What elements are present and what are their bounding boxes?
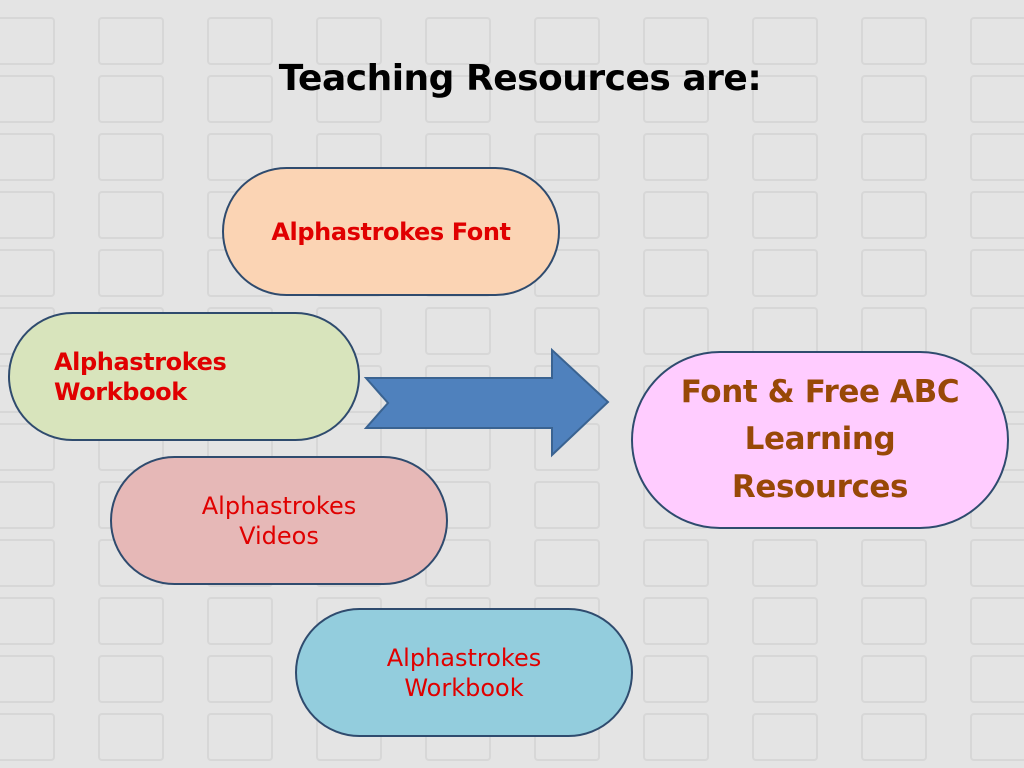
background-tile xyxy=(643,249,709,297)
background-tile xyxy=(0,423,55,471)
background-tile xyxy=(752,17,818,65)
background-tile xyxy=(0,539,55,587)
background-tile xyxy=(861,539,927,587)
background-tile xyxy=(861,713,927,761)
background-tile xyxy=(98,713,164,761)
background-tile xyxy=(316,75,382,123)
background-tile xyxy=(98,597,164,645)
background-tile xyxy=(970,191,1024,239)
workbook-bold-label-line2: Workbook xyxy=(54,377,187,406)
background-tile xyxy=(534,539,600,587)
background-tile xyxy=(534,481,600,529)
background-tile xyxy=(643,713,709,761)
slide-title: Teaching Resources are: xyxy=(278,58,762,99)
background-tile xyxy=(752,191,818,239)
background-tile xyxy=(98,75,164,123)
background-tile xyxy=(534,133,600,181)
background-tile xyxy=(643,539,709,587)
background-tile xyxy=(861,655,927,703)
background-tile xyxy=(970,75,1024,123)
background-tile xyxy=(0,75,55,123)
background-tile xyxy=(0,713,55,761)
background-tile xyxy=(643,75,709,123)
background-tile xyxy=(643,655,709,703)
background-tile xyxy=(752,655,818,703)
background-tile xyxy=(98,655,164,703)
background-tile xyxy=(0,655,55,703)
result-label-line2: Learning xyxy=(744,421,896,458)
alphastrokes-workbook-node-bold: Alphastrokes Workbook xyxy=(8,312,360,441)
background-tile xyxy=(970,249,1024,297)
background-tile xyxy=(425,17,491,65)
background-tile xyxy=(970,17,1024,65)
alphastrokes-videos-node: Alphastrokes Videos xyxy=(110,456,448,585)
background-tile xyxy=(752,539,818,587)
background-tile xyxy=(970,133,1024,181)
background-tile xyxy=(207,133,273,181)
videos-label-line2: Videos xyxy=(239,521,319,550)
background-tile xyxy=(0,597,55,645)
font-free-abc-resources-node: Font & Free ABC Learning Resources xyxy=(631,351,1009,529)
background-tile xyxy=(970,539,1024,587)
result-label-line1: Font & Free ABC xyxy=(680,374,960,411)
background-tile xyxy=(752,597,818,645)
background-tile xyxy=(643,191,709,239)
background-tile xyxy=(643,597,709,645)
background-tile xyxy=(643,133,709,181)
background-tile xyxy=(0,249,55,297)
background-tile xyxy=(207,713,273,761)
background-tile xyxy=(316,17,382,65)
background-tile xyxy=(0,133,55,181)
background-tile xyxy=(752,249,818,297)
background-tile xyxy=(752,713,818,761)
background-tile xyxy=(207,75,273,123)
workbook-bold-label-line1: Alphastrokes xyxy=(54,347,227,376)
background-tile xyxy=(207,597,273,645)
background-tile xyxy=(98,191,164,239)
background-tile xyxy=(207,17,273,65)
workbook-plain-label-line1: Alphastrokes xyxy=(386,643,542,672)
background-tile xyxy=(0,191,55,239)
background-tile xyxy=(970,655,1024,703)
background-tile xyxy=(534,75,600,123)
right-arrow-icon xyxy=(363,347,610,458)
alphastrokes-font-node: Alphastrokes Font xyxy=(222,167,560,296)
background-tile xyxy=(643,307,709,355)
videos-label-line1: Alphastrokes xyxy=(201,491,357,520)
result-label-line3: Resources xyxy=(731,468,909,505)
background-tile xyxy=(861,17,927,65)
notched-arrow-shape xyxy=(363,347,610,458)
background-tile xyxy=(861,307,927,355)
background-tile xyxy=(98,17,164,65)
background-tile xyxy=(534,307,600,355)
background-tile xyxy=(970,597,1024,645)
background-tile xyxy=(752,133,818,181)
background-tile xyxy=(425,307,491,355)
alphastrokes-workbook-node-plain: Alphastrokes Workbook xyxy=(295,608,633,737)
background-tile xyxy=(0,17,55,65)
background-tile xyxy=(98,133,164,181)
background-tile xyxy=(643,17,709,65)
background-tile xyxy=(425,75,491,123)
background-tile xyxy=(970,713,1024,761)
background-tile xyxy=(861,133,927,181)
background-tile xyxy=(207,655,273,703)
background-tile xyxy=(861,191,927,239)
background-tile xyxy=(752,75,818,123)
alphastrokes-font-label: Alphastrokes Font xyxy=(271,217,511,246)
background-tile xyxy=(752,307,818,355)
background-tile xyxy=(534,17,600,65)
background-tile xyxy=(861,597,927,645)
background-tile xyxy=(861,249,927,297)
background-tile xyxy=(0,481,55,529)
background-tile xyxy=(970,307,1024,355)
background-tile xyxy=(861,75,927,123)
workbook-plain-label-line2: Workbook xyxy=(404,673,524,702)
background-tile xyxy=(98,249,164,297)
